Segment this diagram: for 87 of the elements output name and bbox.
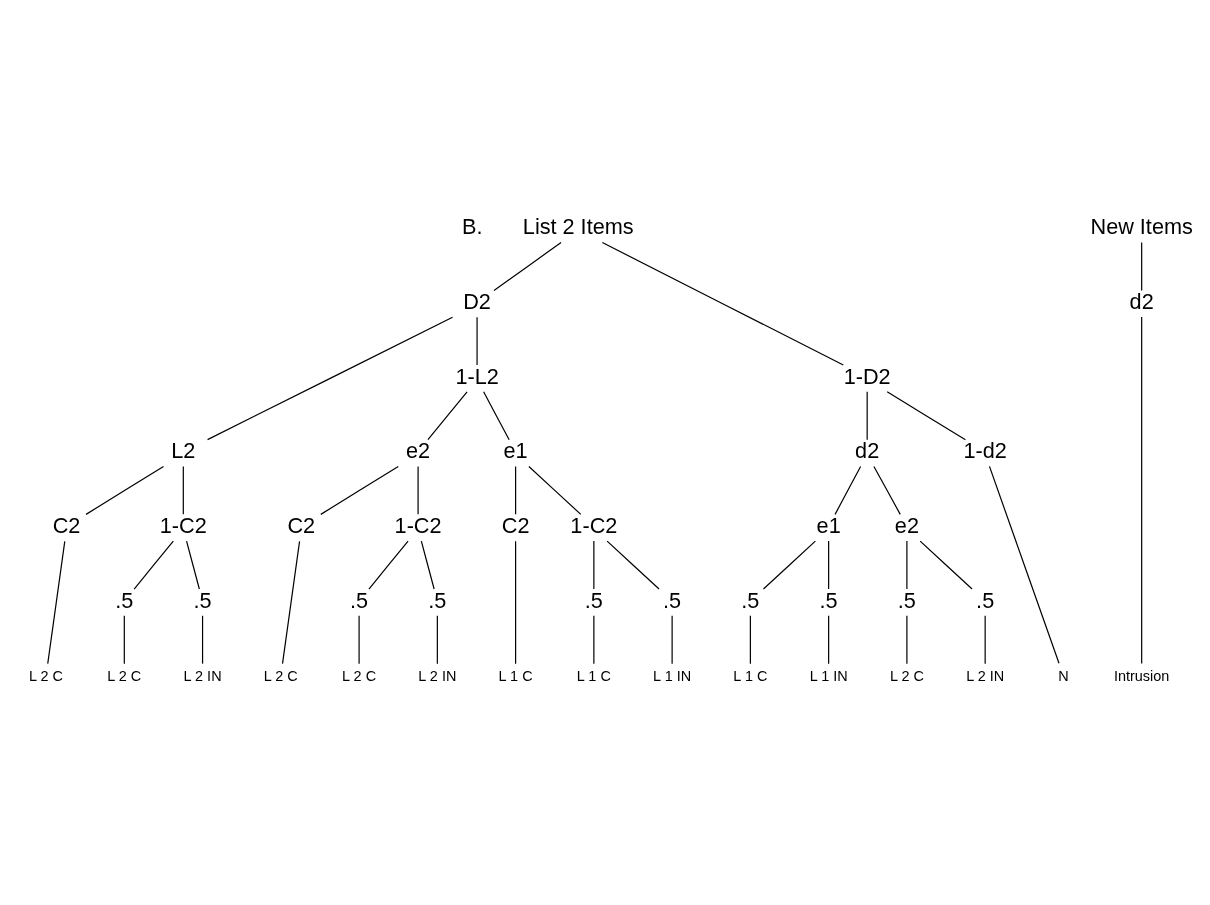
- connector: [671, 614, 673, 664]
- connector: [919, 540, 973, 590]
- connector: [1141, 316, 1143, 664]
- connector: [866, 390, 868, 440]
- node-text: L 2 C: [29, 667, 64, 684]
- node-text: 1-C2: [570, 512, 618, 538]
- connector: [493, 241, 562, 291]
- connector: [476, 316, 478, 366]
- connector: [988, 465, 1060, 664]
- node-text: L 1 C: [498, 667, 533, 684]
- connector: [906, 614, 908, 664]
- node-text: L 1 IN: [809, 667, 848, 684]
- connector: [749, 614, 751, 664]
- node-text: N: [1058, 667, 1069, 684]
- node-text: L 1 IN: [653, 667, 692, 684]
- connector: [834, 465, 862, 515]
- node-text: L 2 C: [889, 667, 924, 684]
- node-text: .5: [428, 587, 447, 613]
- connector: [320, 465, 399, 515]
- connector: [185, 540, 200, 590]
- connector: [828, 614, 830, 664]
- connector: [515, 540, 517, 664]
- connector: [436, 614, 438, 664]
- connector: [427, 390, 468, 440]
- node-text: D2: [463, 288, 491, 314]
- connector: [417, 465, 419, 515]
- connector: [201, 614, 204, 664]
- node-text: L 2 C: [342, 667, 377, 684]
- node-text: .5: [741, 587, 760, 613]
- node-text: 1-C2: [159, 512, 207, 538]
- connector: [528, 465, 582, 515]
- connector: [85, 465, 165, 515]
- connector: [281, 540, 301, 664]
- connector: [206, 316, 454, 440]
- node-text: C2: [501, 512, 530, 538]
- node-text: .5: [193, 587, 212, 613]
- connector: [358, 614, 360, 664]
- connector: [47, 540, 66, 664]
- connector: [984, 614, 986, 664]
- node-text: L 2 IN: [966, 667, 1005, 684]
- node-text: C2: [287, 512, 316, 538]
- node-text: C2: [52, 512, 81, 538]
- connector: [182, 465, 184, 515]
- node-text: L2: [171, 437, 196, 463]
- connector: [420, 540, 435, 590]
- connector: [483, 390, 510, 440]
- node-text: e2: [406, 437, 431, 463]
- node-text: e1: [816, 512, 841, 538]
- node-text: L 2 IN: [418, 667, 457, 684]
- connector: [593, 614, 595, 664]
- node-text: 1-d2: [963, 437, 1007, 463]
- connector: [873, 465, 901, 515]
- node-text: .5: [115, 587, 134, 613]
- node-text: L 2 C: [107, 667, 142, 684]
- connector: [515, 465, 517, 515]
- node-text: d2: [1129, 288, 1154, 314]
- connector: [886, 390, 967, 440]
- node-text: .5: [350, 587, 369, 613]
- connector: [133, 540, 174, 590]
- node-text: New Items: [1090, 213, 1193, 239]
- connector: [828, 540, 830, 590]
- connector: [1141, 241, 1143, 291]
- node-text: e1: [503, 437, 528, 463]
- node-text: L 2 C: [263, 667, 298, 684]
- node-text: .5: [819, 587, 838, 613]
- node-text: Intrusion: [1113, 667, 1170, 684]
- connector: [906, 540, 908, 590]
- node-text: L 1 C: [576, 667, 611, 684]
- node-text: e2: [894, 512, 919, 538]
- node-text: 1-D2: [843, 363, 891, 389]
- node-text: L 2 IN: [183, 667, 222, 684]
- node-text: .5: [976, 587, 995, 613]
- label: B.: [462, 213, 483, 239]
- connector: [606, 540, 660, 590]
- node-text: L 1 C: [733, 667, 768, 684]
- connector: [593, 540, 595, 590]
- node-text: List 2 Items: [522, 213, 634, 239]
- node-text: 1-C2: [394, 512, 442, 538]
- node-text: 1-L2: [455, 363, 499, 389]
- connector: [123, 614, 125, 664]
- node-text: .5: [584, 587, 603, 613]
- connector: [762, 540, 816, 590]
- node-text: .5: [897, 587, 916, 613]
- node-text: d2: [855, 437, 880, 463]
- connector: [601, 241, 844, 366]
- connector: [368, 540, 409, 590]
- node-text: .5: [663, 587, 682, 613]
